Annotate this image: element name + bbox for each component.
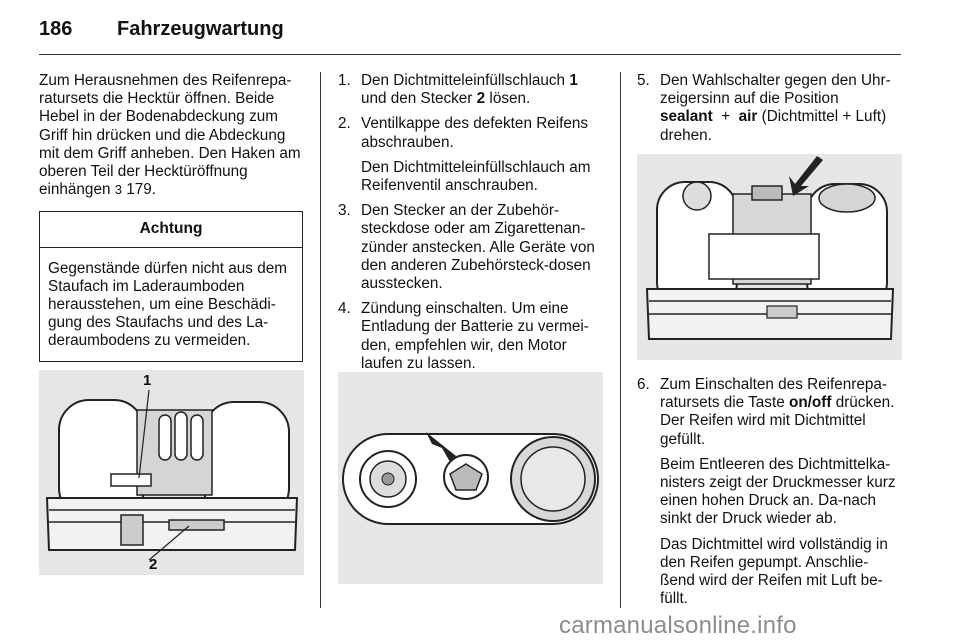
step-text: drücken. Der Reifen wird mit Dichtmittel… [660, 394, 895, 448]
steps-list-continued-2: 6. Zum Einschalten des Reifenrepa-raturs… [637, 376, 902, 608]
step-subtext: Beim Entleeren des Dichtmittelka-nisters… [660, 455, 896, 528]
warning-body: Gegenstände dürfen nicht aus dem Staufac… [48, 259, 287, 350]
step-5: 5. Den Wahlschalter gegen den Uhr-zeiger… [637, 72, 902, 145]
step-4: 4. Zündung einschalten. Um eine Entladun… [338, 300, 604, 373]
steps-list-continued: 5. Den Wahlschalter gegen den Uhr-zeiger… [637, 72, 902, 145]
steps-list: 1. Den Dichtmitteleinfüllschlauch 1 und … [338, 72, 604, 373]
step-3: 3. Den Stecker an der Zubehör-steckdose … [338, 202, 604, 293]
page-reference[interactable]: 179. [126, 181, 156, 199]
plus-sign: + [721, 108, 731, 126]
watermark: carmanualsonline.info [559, 612, 797, 639]
page-title: Fahrzeugwartung [117, 18, 284, 40]
step-text: Den Wahlschalter gegen den Uhr-zeigersin… [660, 72, 891, 108]
selector-knob-figure [338, 372, 603, 584]
callout-1: 1 [143, 372, 152, 389]
step-text: Zündung einschalten. Um eine Entladung d… [361, 300, 589, 372]
step-text: Den Dichtmitteleinfüllschlauch [361, 72, 570, 89]
step-number: 1. [338, 72, 351, 89]
selector-illustration [342, 432, 599, 525]
step-6: 6. Zum Einschalten des Reifenrepa-raturs… [637, 376, 902, 608]
intro-paragraph: Zum Herausnehmen des Reifenrepa-raturset… [39, 72, 304, 199]
compressor-selector-illustration [645, 156, 895, 340]
compressor-figure-selector [637, 154, 902, 360]
column-2: 1. Den Dichtmitteleinfüllschlauch 1 und … [338, 72, 604, 380]
step-text: Ventilkappe des defekten Reifens abschra… [361, 115, 589, 151]
step-subtext: Den Dichtmitteleinfüllschlauch am Reifen… [361, 158, 591, 195]
column-1: Zum Herausnehmen des Reifenrepa-raturset… [39, 72, 304, 362]
page-number: 186 [39, 18, 73, 40]
step-text: Den Stecker an der Zubehör-steckdose ode… [361, 202, 595, 293]
step-number: 5. [637, 72, 650, 89]
step-number: 3. [338, 202, 351, 220]
air-label: air [738, 108, 758, 126]
part-ref-1: 1 [569, 72, 578, 89]
warning-box: Achtung Gegenstände dürfen nicht aus dem… [39, 211, 303, 362]
step-text: Zum Einschalten des Reifenrepa-ratursets… [660, 376, 888, 412]
column-divider [320, 72, 321, 608]
on-off-label: on/off [788, 394, 832, 412]
step-text: lösen. [485, 90, 531, 108]
step-2: 2. Ventilkappe des defekten Reifens absc… [338, 115, 604, 195]
step-number: 4. [338, 300, 351, 318]
intro-text: Zum Herausnehmen des Reifenrepa-raturset… [39, 72, 301, 199]
column-3: 5. Den Wahlschalter gegen den Uhr-zeiger… [637, 72, 902, 152]
page-header: 186 Fahrzeugwartung [39, 14, 901, 55]
column-3-lower: 6. Zum Einschalten des Reifenrepa-raturs… [637, 376, 902, 615]
compressor-figure-hose-plug: 1 2 [39, 370, 304, 575]
step-number: 2. [338, 115, 351, 133]
step-subtext: Das Dichtmittel wird vollständig in den … [660, 535, 888, 608]
column-divider [620, 72, 621, 608]
warning-heading: Achtung [40, 212, 302, 248]
step-text: (Dichtmittel + Luft) drehen. [660, 108, 887, 144]
step-text: und den Stecker [361, 90, 477, 108]
step-1: 1. Den Dichtmitteleinfüllschlauch 1 und … [338, 72, 604, 108]
part-ref-2: 2 [476, 90, 486, 108]
callout-2: 2 [149, 556, 158, 573]
sealant-label: sealant [660, 108, 713, 126]
page-reference-arrow-icon: 3 [114, 182, 122, 198]
compressor-illustration [45, 389, 299, 561]
step-number: 6. [637, 376, 650, 393]
